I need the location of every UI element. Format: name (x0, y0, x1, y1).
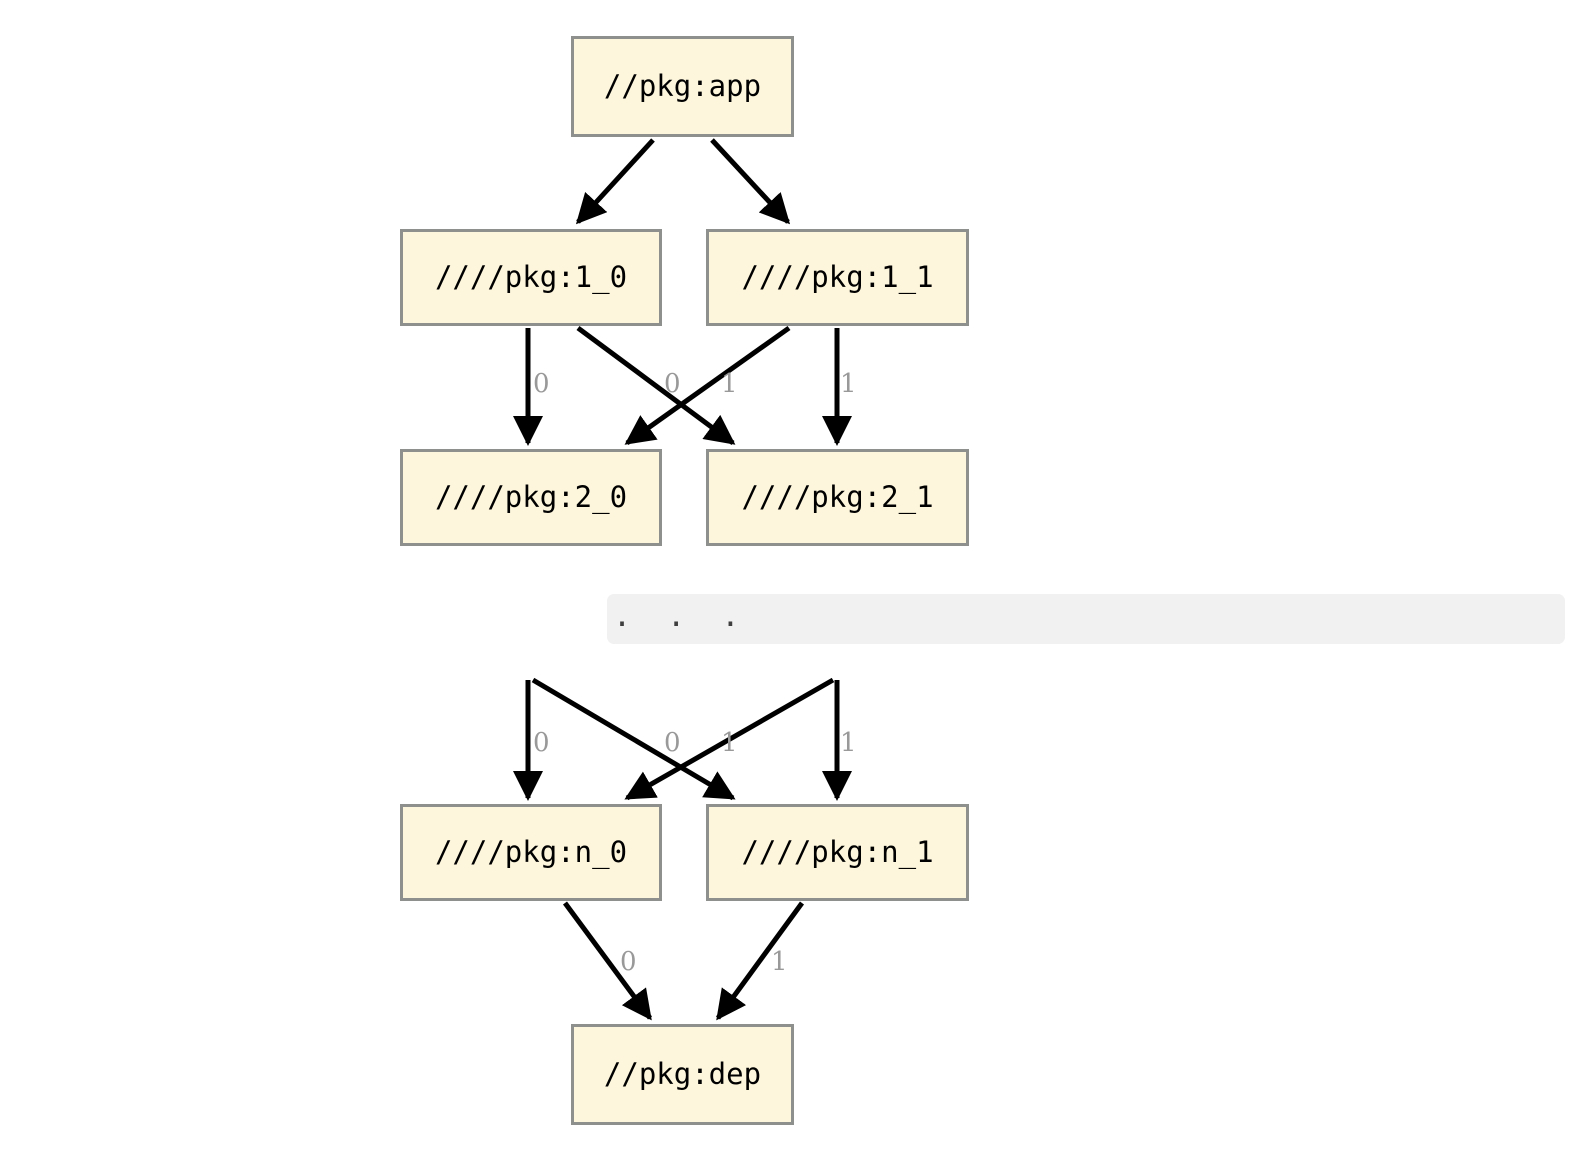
node-pkg-2-1[interactable]: ////pkg:2_1 (706, 449, 969, 546)
edge-label-prev2-to-n_1: 1 (840, 728, 857, 758)
node-pkg-1-1[interactable]: ////pkg:1_1 (706, 229, 969, 326)
edge-1_0-to-2_1 (576, 325, 736, 446)
edge-label-1_0-to-2_0: 0 (533, 369, 550, 399)
edge-prev2-to-n_0 (624, 677, 835, 801)
node-label-app: //pkg:app (603, 69, 762, 103)
edge-label-1_0-to-2_1: 1 (721, 369, 738, 399)
edge-label-prev-to-n_1: 1 (721, 728, 738, 758)
node-label-pkg-1-0: ////pkg:1_0 (434, 260, 628, 294)
edge-label-prev-to-n_0: 0 (533, 728, 550, 758)
ellipsis-band: . . . (607, 594, 1565, 644)
node-label-pkg-2-1: ////pkg:2_1 (741, 480, 934, 514)
edge-1_1-to-2_0 (624, 325, 791, 446)
edge-app-to-1_0 (575, 138, 655, 225)
edge-label-prev2-to-n_0: 0 (664, 728, 681, 758)
edge-label-n_0-to-dep: 0 (620, 947, 637, 977)
edge-label-1_1-to-2_1: 1 (840, 369, 857, 399)
node-app[interactable]: //pkg:app (571, 36, 794, 137)
node-pkg-1-0[interactable]: ////pkg:1_0 (400, 229, 662, 326)
edge-prev-to-n_1 (531, 677, 736, 801)
node-label-pkg-1-1: ////pkg:1_1 (741, 260, 934, 294)
edge-app-to-1_1 (710, 138, 791, 225)
node-label-dep: //pkg:dep (603, 1057, 762, 1091)
edge-label-1_1-to-2_0: 0 (664, 369, 681, 399)
node-label-pkg-n-0: ////pkg:n_0 (434, 835, 628, 869)
node-pkg-n-1[interactable]: ////pkg:n_1 (706, 804, 969, 901)
node-label-pkg-2-0: ////pkg:2_0 (434, 480, 628, 514)
edge-n_1-to-dep (715, 901, 805, 1021)
edge-label-n_1-to-dep: 1 (771, 947, 788, 977)
node-dep[interactable]: //pkg:dep (571, 1024, 794, 1125)
ellipsis-dots: . . . (613, 599, 740, 634)
node-pkg-n-0[interactable]: ////pkg:n_0 (400, 804, 662, 901)
node-pkg-2-0[interactable]: ////pkg:2_0 (400, 449, 662, 546)
node-label-pkg-n-1: ////pkg:n_1 (741, 835, 934, 869)
edge-n_0-to-dep (562, 901, 653, 1021)
